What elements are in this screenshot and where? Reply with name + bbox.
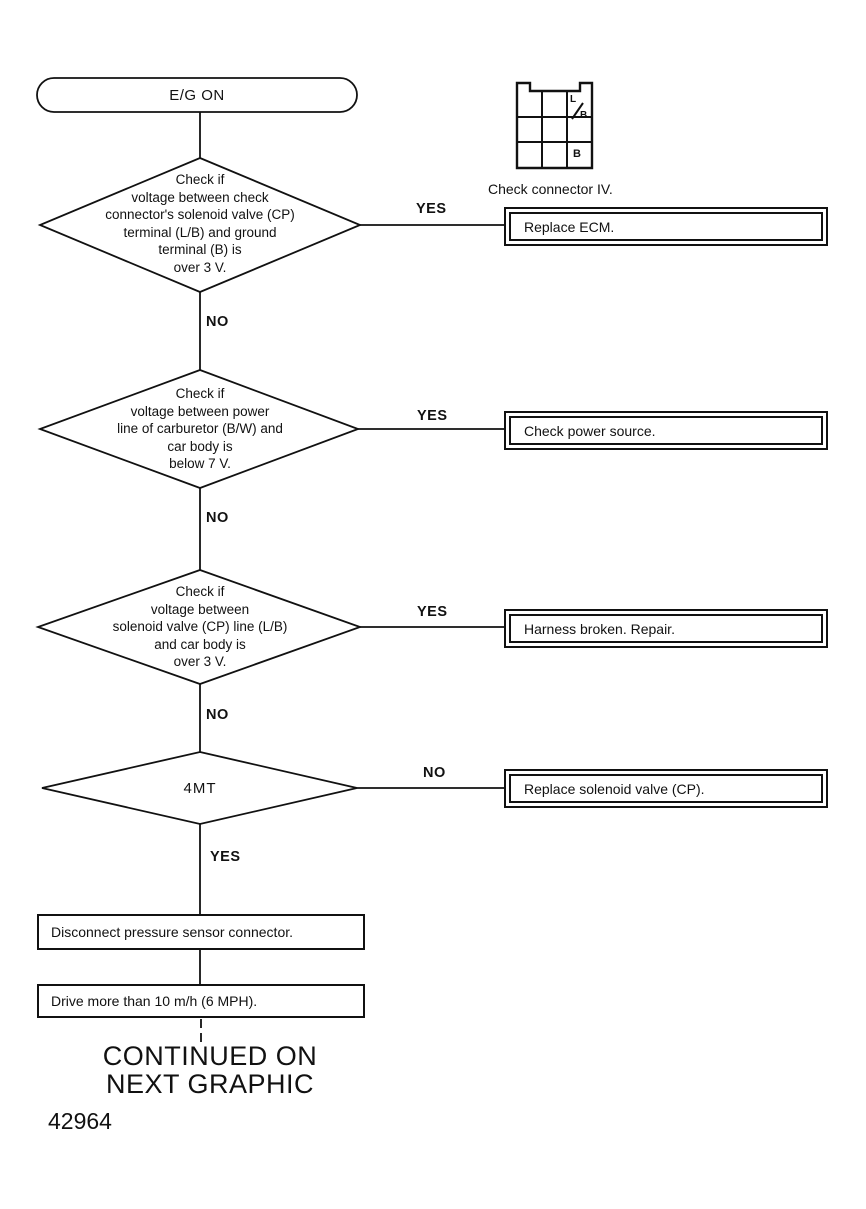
branch-label-d3-right: YES: [417, 604, 448, 620]
check-connector-grid: [517, 91, 592, 168]
start-terminal: E/G ON: [169, 86, 225, 104]
branch-label-d2-right: YES: [417, 408, 448, 424]
result-box-label: Replace solenoid valve (CP).: [509, 774, 823, 803]
result-box-label: Check power source.: [509, 416, 823, 445]
decision-diamond-4: [41, 751, 358, 825]
pin-label-b: B: [573, 148, 581, 160]
process-box-drive: Drive more than 10 m/h (6 MPH).: [37, 984, 365, 1018]
decision-1-text: Check if voltage between check connector…: [105, 172, 295, 275]
pin-label-lb-top: L: [570, 94, 577, 105]
branch-label-d3-down: NO: [206, 707, 229, 723]
page-code: 42964: [48, 1108, 112, 1134]
branch-label-d4-right: NO: [423, 765, 446, 781]
start-terminal-shape: [36, 77, 358, 113]
decision-diamond-2: [37, 369, 361, 489]
pin-label-slash: [571, 102, 584, 120]
result-box-check-power-source: Check power source.: [504, 411, 828, 450]
result-box-replace-solenoid-valve: Replace solenoid valve (CP).: [504, 769, 828, 808]
pin-label-lb-bottom: B: [580, 110, 588, 121]
decision-diamond-3: [35, 569, 363, 685]
check-connector-caption: Check connector IV.: [488, 181, 613, 197]
check-connector-outline: [515, 81, 594, 170]
decision-2-text: Check if voltage between power line of c…: [117, 386, 283, 472]
branch-label-d2-down: NO: [206, 510, 229, 526]
result-box-replace-ecm: Replace ECM.: [504, 207, 828, 246]
decision-diamond-1: [37, 157, 363, 293]
decision-4-text: 4MT: [183, 780, 217, 797]
result-box-label: Replace ECM.: [509, 212, 823, 241]
continued-on-note: CONTINUED ON NEXT GRAPHIC: [102, 1041, 318, 1099]
branch-label-d1-right: YES: [416, 201, 447, 217]
result-box-label: Harness broken. Repair.: [509, 614, 823, 643]
branch-label-d4-down: YES: [210, 849, 241, 865]
decision-3-text: Check if voltage between solenoid valve …: [112, 584, 288, 670]
result-box-harness-broken: Harness broken. Repair.: [504, 609, 828, 648]
branch-label-d1-down: NO: [206, 314, 229, 330]
process-box-disconnect-sensor: Disconnect pressure sensor connector.: [37, 914, 365, 950]
